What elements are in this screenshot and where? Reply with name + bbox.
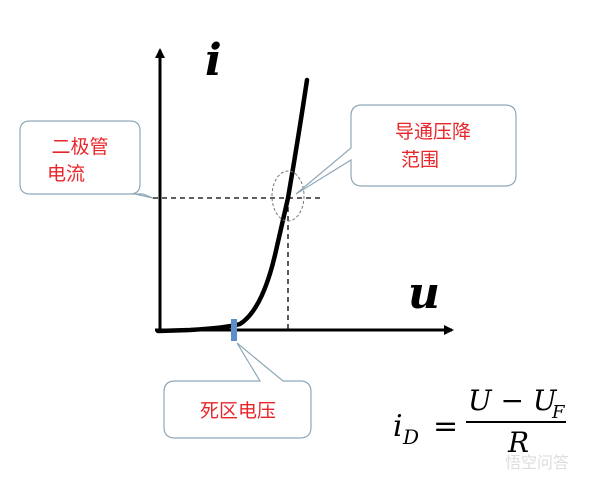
formula-numerator-sub: F: [551, 402, 566, 423]
forward-drop-callout: [295, 104, 517, 195]
diode-current-line2: 电流: [47, 163, 85, 185]
formula-lhs-sub: D: [402, 425, 419, 449]
forward-drop-line2: 范围: [401, 149, 439, 171]
forward-drop-line1: 导通压降: [395, 121, 471, 143]
watermark: 悟空问答: [505, 453, 569, 472]
y-axis-label: i: [205, 35, 222, 86]
iv-curve: [155, 77, 310, 334]
x-axis-label: u: [408, 268, 440, 319]
dead-zone-callout: [163, 342, 312, 439]
diode-current-callout: [19, 120, 154, 199]
formula-equals: =: [433, 409, 458, 444]
dead-zone-marker: [231, 319, 237, 341]
formula-denominator: R: [507, 426, 529, 459]
formula-numerator: U − U: [468, 384, 558, 417]
formula-lhs: i: [393, 409, 403, 444]
dead-zone-label: 死区电压: [200, 400, 276, 422]
forward-drop-ellipse: [271, 170, 305, 222]
diode-current-line1: 二极管: [51, 136, 108, 158]
current-formula: i D = U − U F R: [393, 384, 566, 459]
